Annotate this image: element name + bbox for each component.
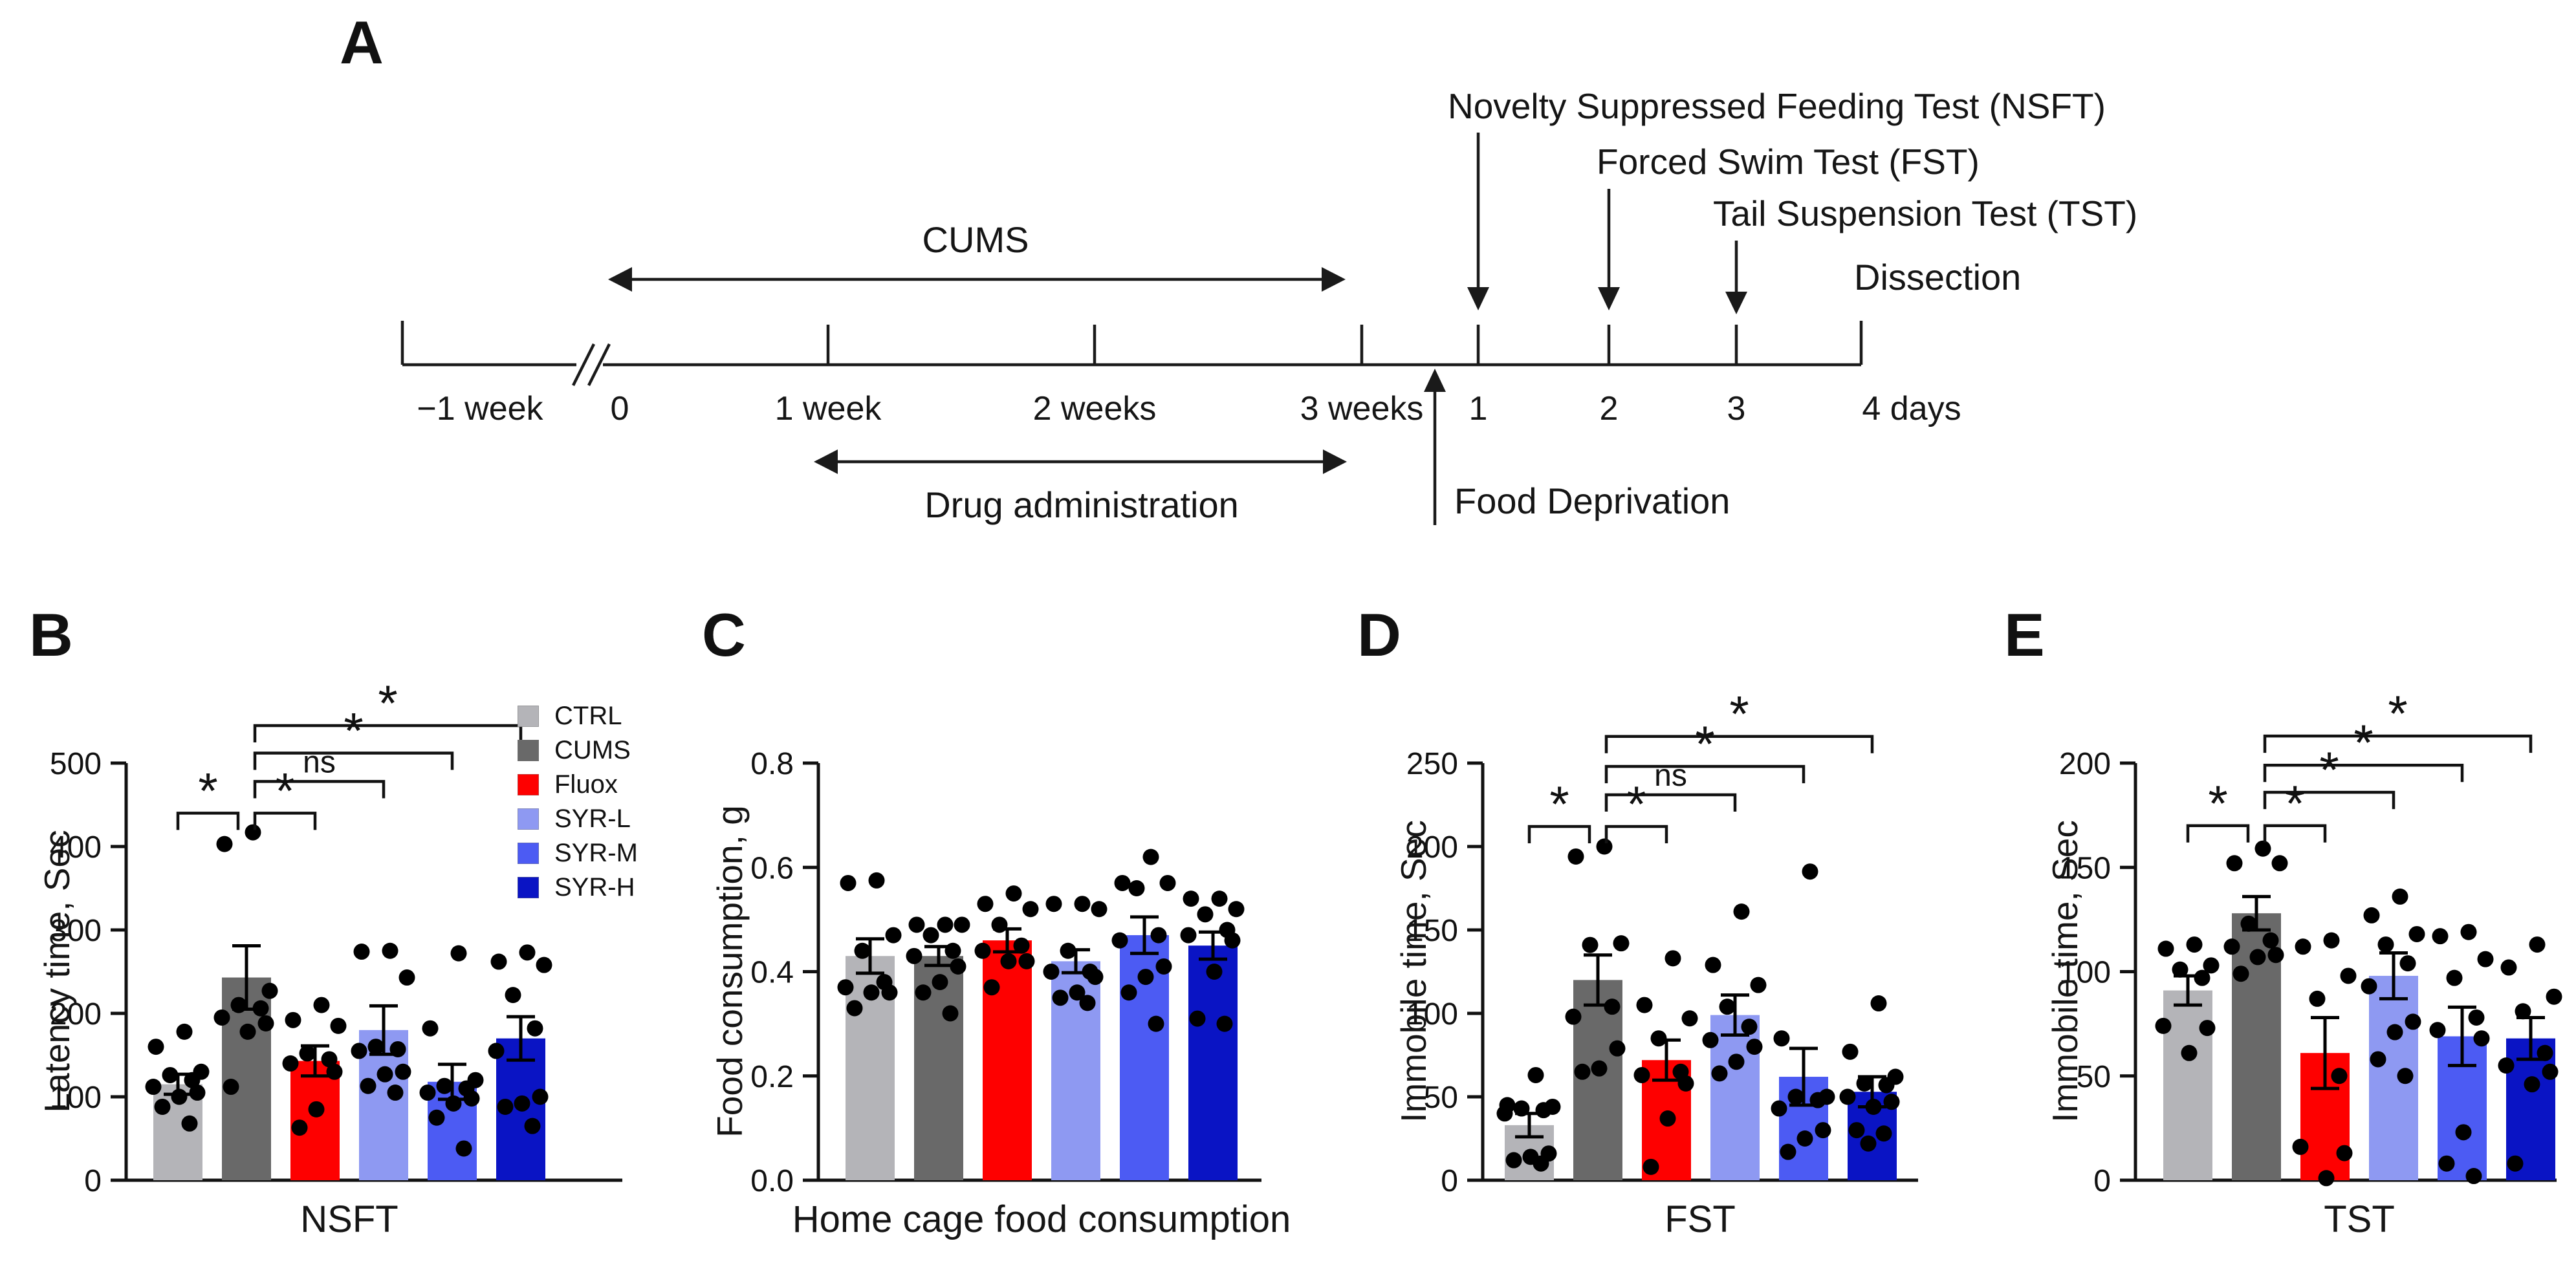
timeline-tick-0: 0 [610, 390, 629, 427]
svg-text:0.0: 0.0 [750, 1164, 794, 1198]
legend-label: CUMS [554, 736, 631, 764]
food-deprivation-label: Food Deprivation [1454, 480, 1730, 521]
legend-label: SYR-H [554, 873, 635, 901]
svg-text:0: 0 [84, 1164, 102, 1198]
svg-text:*: * [378, 675, 397, 731]
svg-text:50: 50 [1424, 1081, 1458, 1115]
panel-b-x-title: NSFT [300, 1198, 398, 1240]
tst-test-label: Tail Suspension Test (TST) [1713, 193, 2138, 233]
legend-swatch [518, 876, 539, 898]
svg-text:*: * [198, 762, 217, 819]
legend-item-syr-m: SYR-M [518, 839, 638, 867]
fst-test-label: Forced Swim Test (FST) [1597, 142, 1980, 182]
svg-text:500: 500 [50, 747, 102, 781]
dissection-label: Dissection [1854, 257, 2022, 297]
legend-label: Fluox [554, 770, 618, 799]
panel-b-letter: B [29, 601, 73, 669]
svg-text:50: 50 [2077, 1060, 2111, 1094]
timeline-tick-minus1week: −1 week [417, 390, 543, 427]
svg-text:200: 200 [1406, 830, 1458, 865]
svg-text:*: * [275, 762, 294, 819]
legend-swatch [518, 739, 539, 761]
panel-d-letter: D [1357, 601, 1401, 669]
svg-text:0.8: 0.8 [750, 747, 794, 781]
svg-text:*: * [2208, 775, 2227, 832]
panel-b-y-axis-title: Latency time, Sec [37, 830, 77, 1113]
panel-c-y-axis-title: Food consumption, g [710, 805, 750, 1138]
group-legend: CTRL CUMS Fluox SYR-L SYR-M SYR-H [518, 702, 638, 901]
nsft-test-label: Novelty Suppressed Feeding Test (NSFT) [1448, 86, 2106, 126]
svg-text:200: 200 [2059, 747, 2111, 781]
panel-d-x-title: FST [1665, 1198, 1736, 1240]
svg-text:*: * [344, 702, 363, 759]
timeline-tick-day3: 3 [1727, 390, 1746, 427]
svg-text:200: 200 [50, 997, 102, 1031]
legend-swatch [518, 808, 539, 830]
legend-label: SYR-L [554, 804, 631, 833]
timeline-tick-4days: 4 days [1862, 390, 1961, 427]
timeline-tick-day1: 1 [1468, 390, 1488, 427]
panel-e-x-title: TST [2324, 1198, 2395, 1240]
svg-text:*: * [2353, 714, 2373, 771]
svg-text:100: 100 [1406, 997, 1458, 1031]
timeline-tick-1week: 1 week [774, 390, 882, 427]
timeline-tick-3weeks: 3 weeks [1300, 390, 1424, 427]
legend-swatch [518, 705, 539, 727]
legend-swatch [518, 842, 539, 864]
svg-text:ns: ns [1654, 759, 1687, 793]
legend-item-cums: CUMS [518, 736, 638, 764]
svg-text:0.4: 0.4 [750, 956, 794, 990]
legend-item-ctrl: CTRL [518, 702, 638, 730]
svg-text:100: 100 [50, 1081, 102, 1115]
legend-item-syr-l: SYR-L [518, 804, 638, 833]
svg-text:0: 0 [2093, 1164, 2111, 1198]
svg-text:400: 400 [50, 830, 102, 865]
panel-d-y-axis-title: Immobile time, Sec [1393, 820, 1434, 1123]
legend-swatch [518, 773, 539, 795]
svg-text:150: 150 [2059, 851, 2111, 885]
drug-administration-label: Drug administration [924, 484, 1239, 525]
legend-label: SYR-M [554, 839, 638, 867]
svg-text:100: 100 [2059, 956, 2111, 990]
svg-text:150: 150 [1406, 914, 1458, 948]
timeline-tick-day2: 2 [1599, 390, 1619, 427]
svg-text:0: 0 [1441, 1164, 1458, 1198]
svg-text:300: 300 [50, 914, 102, 948]
panel-e-y-axis-title: Immobile time, Sec [2045, 820, 2085, 1123]
panel-c-letter: C [702, 601, 746, 669]
svg-text:*: * [2319, 741, 2339, 798]
svg-text:*: * [1626, 775, 1646, 832]
panel-a-letter: A [340, 8, 384, 76]
svg-text:*: * [1695, 715, 1714, 772]
svg-text:*: * [2285, 775, 2304, 832]
timeline-tick-2weeks: 2 weeks [1032, 390, 1157, 427]
panel-e-letter: E [2004, 601, 2045, 669]
legend-label: CTRL [554, 702, 622, 730]
chart-panel-C: 0.0 0.2 0.4 0.6 0.8 [750, 747, 1261, 1198]
legend-item-syr-h: SYR-H [518, 873, 638, 901]
svg-text:ns: ns [303, 745, 336, 779]
svg-text:250: 250 [1406, 747, 1458, 781]
svg-text:*: * [2388, 685, 2407, 742]
svg-text:*: * [1729, 685, 1749, 742]
panel-c-x-title: Home cage food consumption [792, 1198, 1291, 1240]
svg-text:0.2: 0.2 [750, 1060, 794, 1094]
legend-item-fluox: Fluox [518, 770, 638, 799]
cums-phase-label: CUMS [922, 219, 1029, 260]
arrowheads [608, 267, 1747, 474]
svg-text:0.6: 0.6 [750, 851, 794, 885]
svg-text:*: * [1549, 775, 1569, 832]
